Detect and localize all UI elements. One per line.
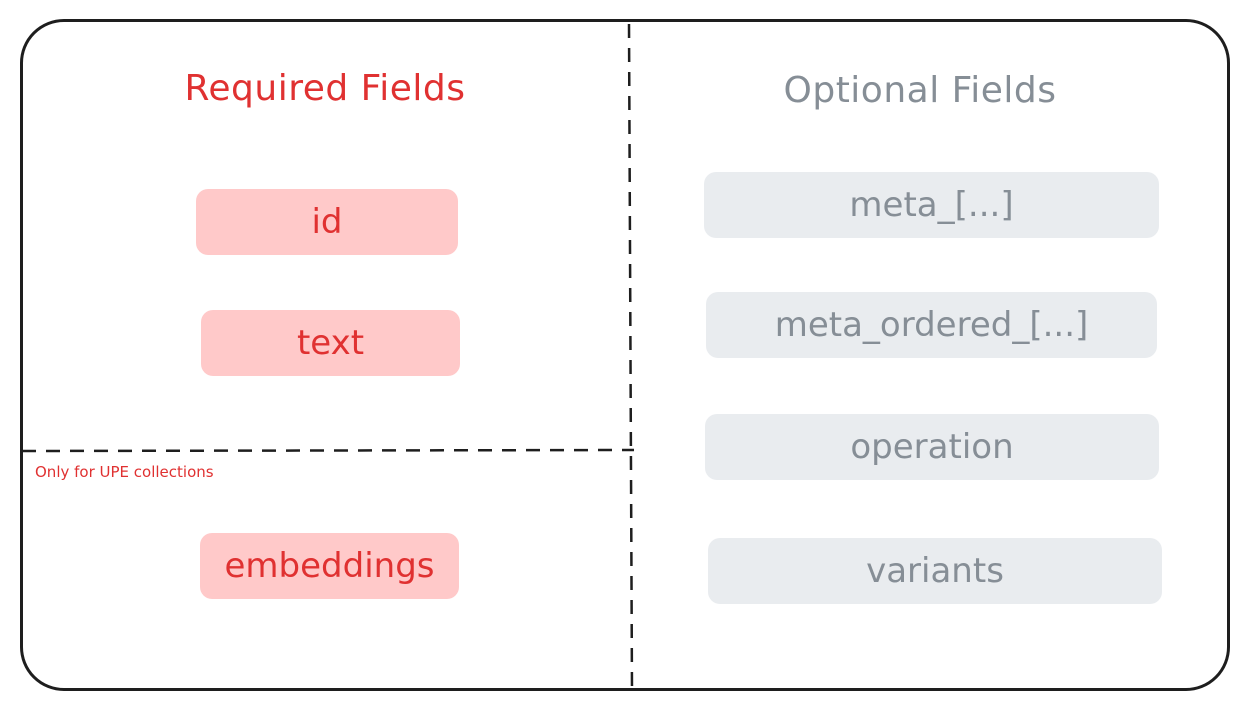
field-meta: meta_[...]: [704, 172, 1159, 238]
vertical-divider: [626, 24, 634, 694]
field-variants: variants: [708, 538, 1162, 604]
optional-fields-heading: Optional Fields: [783, 70, 1057, 111]
upe-collections-note: Only for UPE collections: [35, 463, 214, 481]
diagram-frame: [20, 19, 1230, 691]
field-text: text: [201, 310, 460, 376]
field-id: id: [196, 189, 458, 255]
field-embeddings: embeddings: [200, 533, 459, 599]
required-fields-heading: Required Fields: [184, 68, 466, 109]
horizontal-divider: [22, 448, 636, 454]
field-operation: operation: [705, 414, 1159, 480]
field-meta-ordered: meta_ordered_[...]: [706, 292, 1157, 358]
